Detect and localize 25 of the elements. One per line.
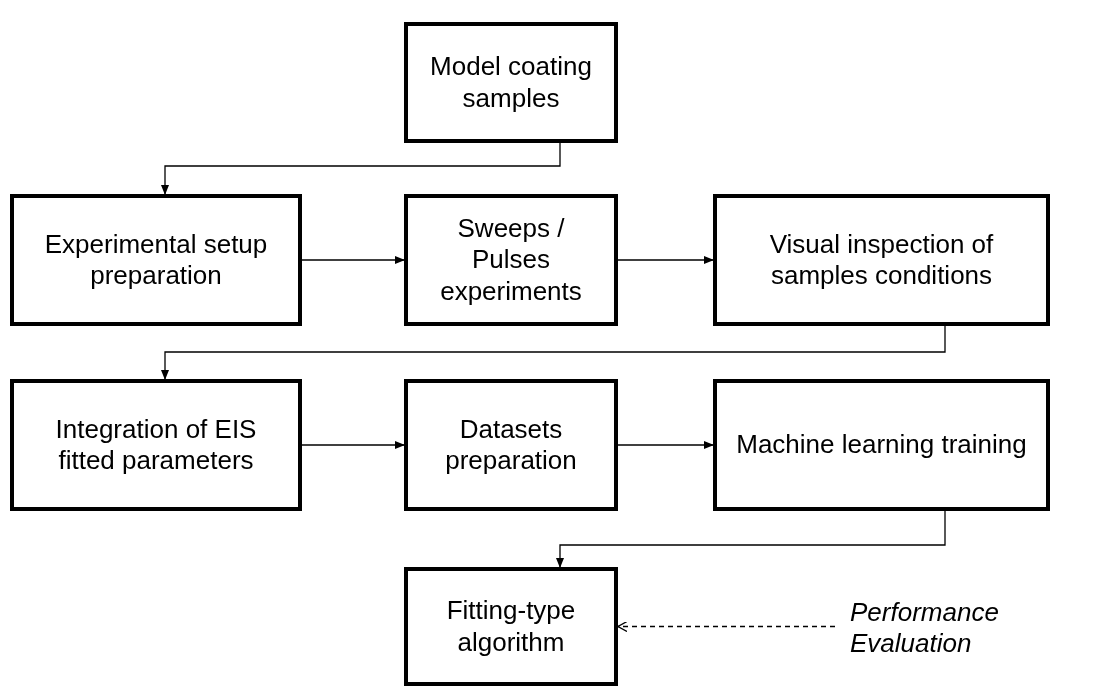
step-label: Datasets preparation: [444, 413, 578, 477]
step-label: Experimental setup preparation: [43, 228, 269, 292]
step-label: Sweeps / Pulses experiments: [439, 213, 583, 307]
process-box: [10, 194, 302, 326]
arrow: [617, 441, 714, 449]
step-label: Fitting-type algorithm: [445, 595, 577, 658]
process-box: [713, 379, 1050, 511]
arrow: [617, 256, 714, 264]
process-box: [404, 567, 618, 686]
arrow: [161, 142, 561, 195]
process-box: [713, 194, 1050, 326]
arrow: [301, 256, 405, 264]
arrow: [617, 620, 836, 633]
arrow: [556, 510, 946, 568]
process-box: [10, 379, 302, 511]
note-text: Performance Evaluation: [850, 596, 1000, 660]
arrow: [161, 325, 946, 380]
step-label: Model coating samples: [429, 51, 593, 114]
step-label: Machine learning training: [736, 429, 1027, 461]
process-box: [404, 379, 618, 511]
arrow: [301, 441, 405, 449]
process-box: [404, 22, 618, 143]
step-label: Visual inspection of samples conditions: [768, 228, 995, 292]
step-label: Integration of EIS fitted parameters: [54, 413, 258, 477]
process-box: [404, 194, 618, 326]
